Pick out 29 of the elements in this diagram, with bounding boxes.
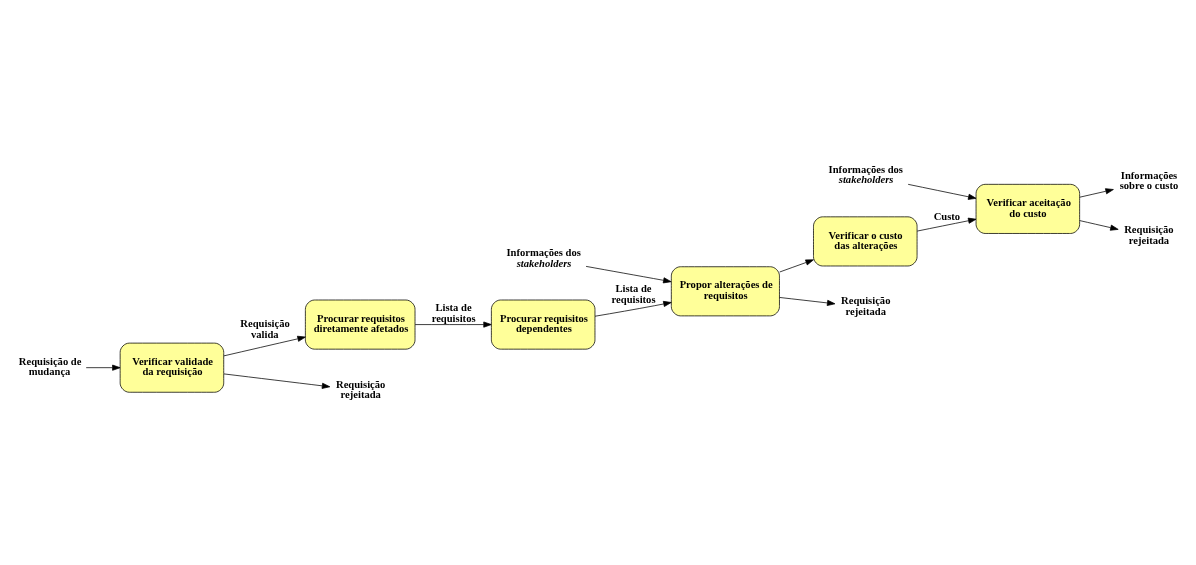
arrow	[414, 321, 492, 328]
arrow	[1079, 187, 1114, 198]
arrow	[907, 183, 977, 200]
node-text: Informações sobre o custo	[1119, 169, 1179, 191]
node-box: Procurar requisitos diretamente afetados	[305, 299, 416, 350]
arrow	[594, 300, 672, 317]
arrow	[85, 364, 121, 371]
node-text: Informações dos stakeholders	[506, 246, 581, 269]
node-box: Propor alterações de requisitos	[670, 265, 780, 316]
arrow	[916, 217, 977, 231]
edge-label: Requisição valida	[240, 317, 290, 340]
node-box: Verificar o custo das alterações	[813, 215, 918, 266]
arrow	[779, 296, 836, 306]
edge-label: Custo	[933, 210, 961, 222]
node-text: Requisição rejeitada	[841, 294, 891, 317]
arrow	[585, 265, 672, 283]
edge-label: Lista de requisitos	[431, 301, 476, 324]
node-box: Verificar validade da requisição	[119, 342, 225, 393]
arrow	[1079, 219, 1119, 231]
node-box: Procurar requisitos dependentes	[491, 299, 596, 350]
node-box: Verificar aceitação do custo	[975, 183, 1080, 234]
edge-label: Lista de requisitos	[611, 282, 656, 305]
node-text: Requisição rejeitada	[1124, 223, 1174, 246]
node-text: Requisição rejeitada	[336, 377, 386, 400]
arrow	[223, 373, 331, 389]
arrow	[779, 258, 814, 272]
node-text: Requisição de mudança	[18, 355, 82, 377]
node-text: Informações dos stakeholders	[828, 163, 903, 185]
arrow	[223, 335, 306, 356]
